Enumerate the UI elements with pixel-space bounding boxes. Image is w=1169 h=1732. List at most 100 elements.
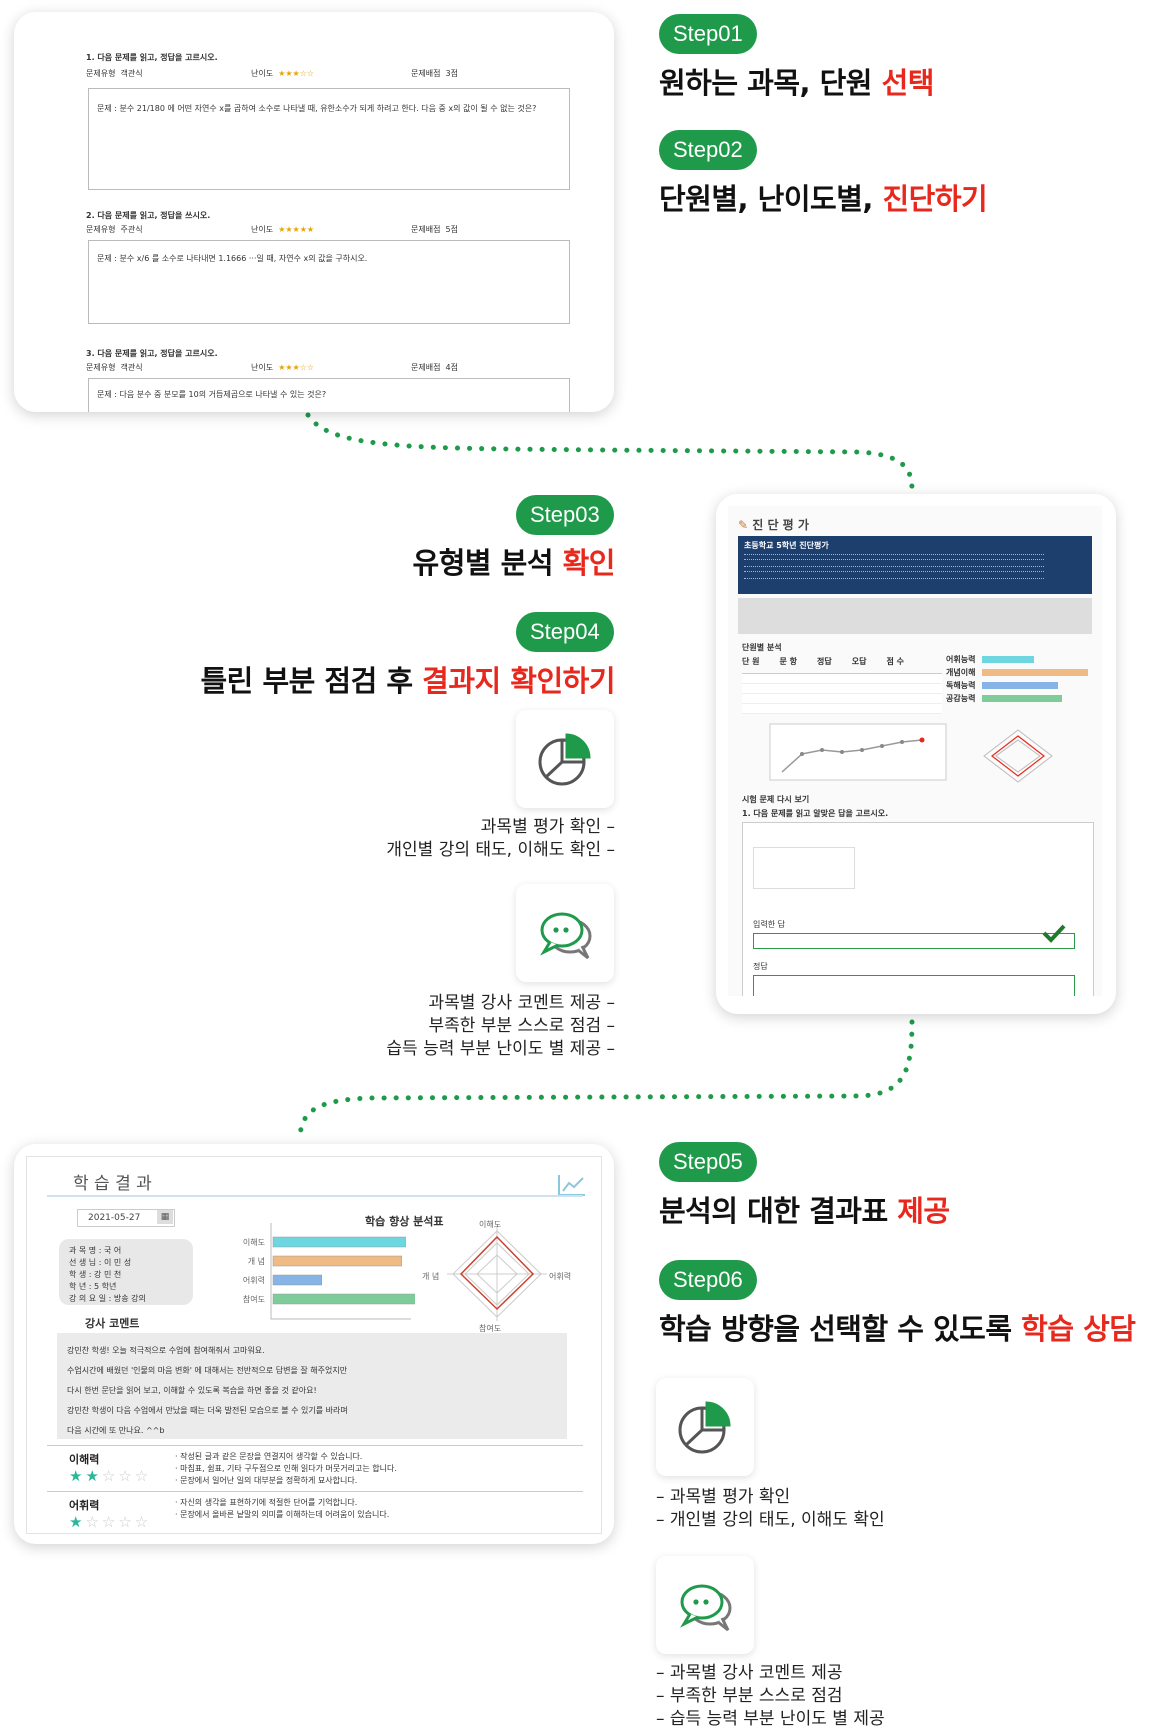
difficulty-label: 난이도 bbox=[251, 225, 274, 234]
worksheet-preview: 1. 다음 문제를 읽고, 정답을 고르시오. 문제유형 객관식 난이도 ★★★… bbox=[26, 24, 600, 412]
comment-line: 강민찬 학생! 오늘 적극적으로 수업에 참여해줘서 고마워요. bbox=[67, 1346, 265, 1355]
diagnosis-header-title: 초등학교 5학년 진단평가 bbox=[744, 541, 829, 550]
question-2-text: 문제 : 분수 x/6 를 소수로 나타내면 1.1666 ···일 때, 자연… bbox=[97, 254, 368, 263]
table-header: 점 수 bbox=[886, 657, 905, 666]
info-line: 강 의 요 일 : 방송 강의 bbox=[69, 1294, 146, 1303]
bar-category-label: 어휘력 bbox=[243, 1275, 265, 1285]
step-05-badge: Step05 bbox=[659, 1142, 757, 1182]
eval-name: 이해력 bbox=[69, 1453, 100, 1466]
step-04-comment-desc: 과목별 강사 코멘트 제공 – 부족한 부분 스스로 점검 – 습득 능력 부분… bbox=[386, 992, 615, 1061]
radar-chart-small bbox=[983, 729, 1053, 783]
step-03-badge: Step03 bbox=[516, 495, 614, 535]
feature-line: – 과목별 평가 확인 bbox=[656, 1487, 791, 1507]
score-value: 3점 bbox=[445, 69, 458, 78]
feature-line: 과목별 강사 코멘트 제공 – bbox=[428, 993, 615, 1013]
score-label: 문제배점 bbox=[411, 363, 441, 372]
pie-chart-icon bbox=[538, 733, 591, 786]
question-1-text: 문제 : 분수 21/180 에 어떤 자연수 x를 곱하여 소수로 나타낼 때… bbox=[97, 104, 537, 113]
result-bar bbox=[272, 1236, 406, 1248]
comment-title: 강사 코멘트 bbox=[85, 1317, 140, 1330]
bar-reading bbox=[982, 682, 1058, 689]
eval-note: · 자신의 생각을 표현하기에 적절한 단어를 기억합니다. bbox=[175, 1498, 358, 1507]
step-01-heading-highlight: 선택 bbox=[881, 66, 935, 100]
bar-empathy bbox=[982, 695, 1062, 702]
difficulty-stars: ★★★☆☆ bbox=[278, 363, 315, 372]
unit-table: 단 원 문 항 정답 오답 점 수 bbox=[742, 656, 942, 716]
notepad-icon: ✎ bbox=[738, 518, 749, 532]
comment-line: 강민찬 학생이 다음 수업에서 만났을 때는 더욱 발전된 모습으로 볼 수 있… bbox=[67, 1406, 348, 1415]
feature-line: 과목별 평가 확인 – bbox=[480, 817, 615, 837]
question-1-title: 1. 다음 문제를 읽고, 정답을 고르시오. bbox=[86, 53, 218, 62]
step-06-comment-desc: – 과목별 강사 코멘트 제공 – 부족한 부분 스스로 점검 – 습득 능력 … bbox=[656, 1662, 885, 1731]
question-2-title: 2. 다음 문제를 읽고, 정답을 쓰시오. bbox=[86, 211, 211, 220]
table-header: 단 원 bbox=[742, 657, 760, 666]
calendar-icon[interactable]: ▦ bbox=[157, 1210, 173, 1224]
comment-line: 다음 시간에 또 만나요. ^^b bbox=[67, 1426, 165, 1435]
review-question-box: 입력한 답 정답 bbox=[742, 822, 1094, 996]
eval-note: · 마침표, 쉼표, 기타 구두점으로 인해 읽다가 머뭇거리고는 합니다. bbox=[175, 1464, 397, 1473]
table-header: 문 항 bbox=[779, 657, 798, 666]
eval-note: · 문장에서 올바른 낱말의 의미를 이해하는데 어려움이 있습니다. bbox=[175, 1510, 390, 1519]
step-04-heading: 틀린 부분 점검 후 결과지 확인하기 bbox=[200, 658, 615, 700]
radar-label: 개 념 bbox=[422, 1272, 440, 1281]
chart-title: 학습 향상 분석표 bbox=[365, 1215, 444, 1228]
step-06-chart-icon-box bbox=[656, 1378, 754, 1476]
unit-analysis-title: 단원별 분석 bbox=[742, 643, 782, 652]
step-01-badge: Step01 bbox=[659, 14, 757, 54]
step-02-heading: 단원별, 난이도별, 진단하기 bbox=[659, 176, 988, 218]
question-3-title: 3. 다음 문제를 읽고, 정답을 고르시오. bbox=[86, 349, 218, 358]
step-06-heading: 학습 방향을 선택할 수 있도록 학습 상담 bbox=[659, 1306, 1136, 1348]
eval-note: · 작성된 글과 같은 문장을 연결지어 생각할 수 있습니다. bbox=[175, 1452, 363, 1461]
date-field[interactable]: 2021-05-27 bbox=[77, 1209, 175, 1227]
step-06-heading-highlight: 학습 상담 bbox=[1021, 1312, 1136, 1346]
difficulty-label: 난이도 bbox=[251, 363, 274, 372]
check-icon bbox=[1042, 924, 1066, 943]
feature-line: – 과목별 강사 코멘트 제공 bbox=[656, 1663, 843, 1683]
step-04-chart-desc: 과목별 평가 확인 – 개인별 강의 태도, 이해도 확인 – bbox=[386, 816, 615, 862]
learning-result-card: 학 습 결 과 2021-05-27 ▦ 과 목 명 : 국 어 선 생 님 :… bbox=[14, 1144, 614, 1544]
pie-chart-icon bbox=[678, 1401, 731, 1454]
question-1-box: 문제 : 분수 21/180 에 어떤 자연수 x를 곱하여 소수로 나타낼 때… bbox=[88, 88, 570, 190]
step-06-heading-text: 학습 방향을 선택할 수 있도록 bbox=[659, 1312, 1022, 1346]
bar-label: 독해능력 bbox=[946, 681, 976, 690]
table-header: 오답 bbox=[851, 657, 867, 666]
bar-vocab bbox=[982, 656, 1034, 663]
question-3-box: 문제 : 다음 분수 중 분모를 10의 거듭제곱으로 나타낼 수 있는 것은? bbox=[88, 378, 570, 412]
score-value: 5점 bbox=[445, 225, 458, 234]
question-3-text: 문제 : 다음 분수 중 분모를 10의 거듭제곱으로 나타낼 수 있는 것은? bbox=[97, 390, 327, 399]
question-type-label: 문제유형 bbox=[86, 69, 116, 78]
question-2-box: 문제 : 분수 x/6 를 소수로 나타내면 1.1666 ···일 때, 자연… bbox=[88, 240, 570, 324]
unit-bar-chart: 어휘능력 개념이해 독해능력 공감능력 bbox=[946, 646, 1092, 716]
step-04-badge: Step04 bbox=[516, 612, 614, 652]
question-type-value: 객관식 bbox=[120, 363, 143, 372]
result-bar bbox=[272, 1255, 402, 1267]
worksheet-card: 1. 다음 문제를 읽고, 정답을 고르시오. 문제유형 객관식 난이도 ★★★… bbox=[14, 12, 614, 412]
student-info-strip bbox=[738, 598, 1092, 634]
result-bar bbox=[272, 1293, 415, 1305]
score-label: 문제배점 bbox=[411, 69, 441, 78]
student-info-box: 과 목 명 : 국 어 선 생 님 : 이 민 성 학 생 : 강 민 천 학 … bbox=[59, 1239, 193, 1305]
radar-label: 참여도 bbox=[479, 1324, 502, 1333]
bar-concept bbox=[982, 669, 1088, 676]
feature-line: 습득 능력 부분 난이도 별 제공 – bbox=[386, 1039, 615, 1059]
step-04-heading-highlight: 결과지 확인하기 bbox=[422, 664, 615, 698]
step-02-heading-highlight: 진단하기 bbox=[882, 182, 988, 216]
step-06-comment-icon-box bbox=[656, 1556, 754, 1654]
question-type-value: 주관식 bbox=[120, 225, 143, 234]
step-05-heading-highlight: 제공 bbox=[897, 1194, 950, 1228]
step-06-chart-desc: – 과목별 평가 확인 – 개인별 강의 태도, 이해도 확인 bbox=[656, 1486, 885, 1532]
step-02-heading-text: 단원별, 난이도별, bbox=[659, 182, 883, 216]
bar-category-label: 이해도 bbox=[243, 1237, 265, 1247]
instructor-comment-box: 강민찬 학생! 오늘 적극적으로 수업에 참여해줘서 고마워요. 수업시간에 배… bbox=[57, 1333, 567, 1439]
answer-label: 입력한 답 bbox=[753, 920, 785, 929]
step-01-heading-text: 원하는 과목, 단원 bbox=[659, 66, 882, 100]
chat-bubble-icon bbox=[540, 912, 592, 960]
question-type-label: 문제유형 bbox=[86, 225, 116, 234]
bar-label: 공감능력 bbox=[946, 694, 976, 703]
step-02-badge: Step02 bbox=[659, 130, 757, 170]
step-04-comment-icon-box bbox=[516, 884, 614, 982]
feature-line: – 습득 능력 부분 난이도 별 제공 bbox=[656, 1709, 885, 1729]
bar-label: 개념이해 bbox=[946, 668, 976, 677]
bar-category-label: 개 념 bbox=[248, 1256, 265, 1266]
